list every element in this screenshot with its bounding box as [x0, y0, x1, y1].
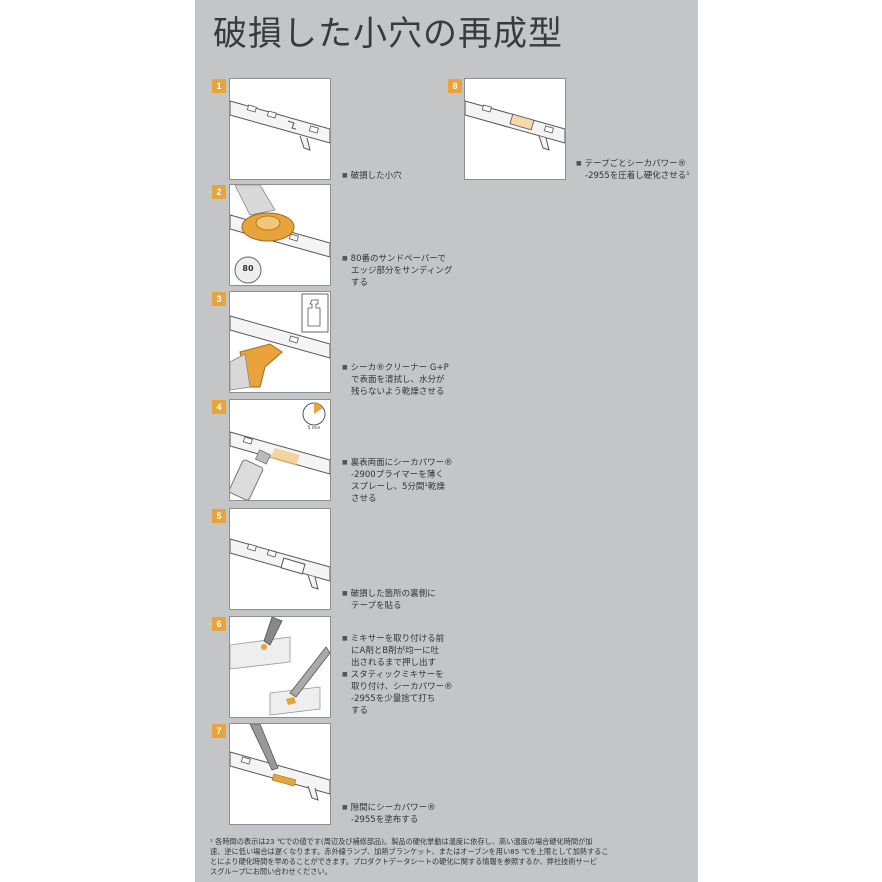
sandpaper-grit-label: 80 [242, 264, 254, 273]
caption-line: ■裏表両面にシーカパワー® [342, 458, 453, 468]
caption-line: ■破損した箇所の裏側に [342, 589, 436, 599]
step-7-illustration [229, 723, 331, 825]
caption-line: ■スタティックミキサーを [342, 670, 444, 680]
step-8-number: 8 [448, 79, 462, 93]
step-7-number: 7 [212, 724, 226, 738]
step-6-illustration [229, 616, 331, 718]
footnote-line: ¹ 各時間の表示は23 ℃での値です(周辺及び補修部品)。製品の硬化挙動は温度に… [210, 837, 593, 846]
step-7-caption: ■隙間にシーカパワー® -2955を塗布する [342, 802, 436, 826]
step-1-illustration [229, 78, 331, 180]
caption-line: する [351, 278, 369, 288]
step-5-number: 5 [212, 509, 226, 523]
step-2-number: 2 [212, 185, 226, 199]
step-3-number: 3 [212, 292, 226, 306]
step-4-caption: ■裏表両面にシーカパワー® -2900プライマーを薄く スプレーし、5分間¹乾燥… [342, 457, 453, 505]
step-6-number: 6 [212, 617, 226, 631]
caption-line: ■テープごとシーカパワー® [576, 159, 687, 169]
step-8-caption: ■テープごとシーカパワー® -2955を圧着し硬化させる¹ [576, 158, 690, 182]
caption-line: -2955を圧着し硬化させる¹ [585, 171, 690, 181]
caption-line: -2955を少量捨て打ち [351, 694, 436, 704]
step-6-caption: ■ミキサーを取り付ける前 にA剤とB剤が均一に吐 出されるまで押し出す ■スタテ… [342, 633, 453, 717]
footnote-line: スグループにお問い合わせください。 [210, 867, 332, 876]
step-8-illustration [464, 78, 566, 180]
step-3-illustration [229, 291, 331, 393]
step-2-illustration: 80 [229, 184, 331, 286]
caption-line: 取り付け、シーカパワー® [351, 682, 453, 692]
step-3-caption: ■シーカ®クリーナー G+P で表面を清拭し、水分が 残らないよう乾燥させる [342, 362, 449, 398]
step-5-caption: ■破損した箇所の裏側に テープを貼る [342, 588, 436, 612]
step-4-illustration: 5 min [229, 399, 331, 501]
caption-line: させる [351, 494, 377, 504]
caption-line: ■隙間にシーカパワー® [342, 803, 436, 813]
caption-line: テープを貼る [351, 601, 402, 611]
caption-line: で表面を清拭し、水分が [351, 375, 445, 385]
caption-line: -2900プライマーを薄く [351, 470, 444, 480]
caption-line: ■80番のサンドペーパーで [342, 254, 446, 264]
footnote-line: 速、逆に低い場合は遅くなります。赤外線ランプ、加熱ブランケット、またはオーブンを… [210, 847, 609, 856]
caption-line: -2955を塗布する [351, 815, 419, 825]
step-5-illustration [229, 508, 331, 610]
footnote-line: とにより硬化時間を早めることができます。プロダクトデータシートの硬化に関する情報… [210, 857, 598, 866]
caption-line: ■シーカ®クリーナー G+P [342, 363, 449, 373]
caption-line: ■ミキサーを取り付ける前 [342, 634, 445, 644]
caption-line: する [351, 706, 369, 716]
caption-line: エッジ部分をサンディング [351, 266, 453, 276]
step-4-number: 4 [212, 400, 226, 414]
timer-label: 5 min [307, 426, 321, 431]
caption-line: スプレーし、5分間¹乾燥 [351, 482, 445, 492]
caption-line: 出されるまで押し出す [351, 658, 437, 668]
step-1-number: 1 [212, 79, 226, 93]
step-2-caption: ■80番のサンドペーパーで エッジ部分をサンディング する [342, 253, 452, 289]
caption-line: ■破損した小穴 [342, 171, 402, 181]
caption-line: 残らないよう乾燥させる [351, 387, 445, 397]
step-1-caption: ■破損した小穴 [342, 170, 402, 182]
caption-line: にA剤とB剤が均一に吐 [351, 646, 440, 656]
page-title: 破損した小穴の再成型 [213, 14, 563, 54]
footnote: ¹ 各時間の表示は23 ℃での値です(周辺及び補修部品)。製品の硬化挙動は温度に… [210, 837, 696, 877]
